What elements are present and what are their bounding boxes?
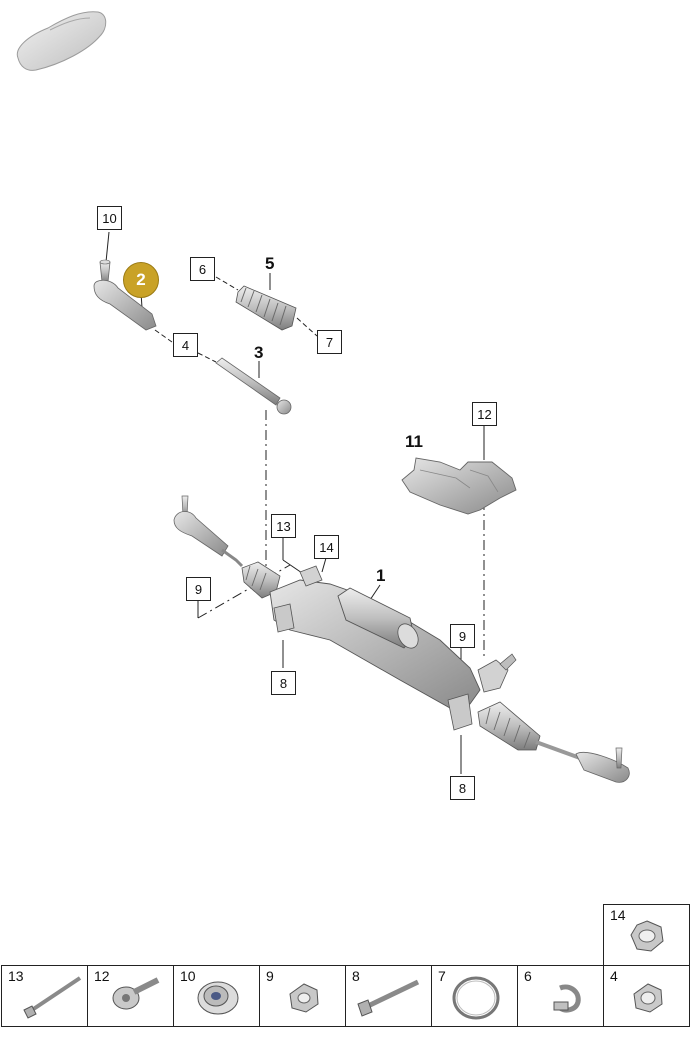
- parts-cell-number: 7: [438, 968, 446, 984]
- parts-cell-number: 13: [8, 968, 24, 984]
- parts-cell-number: 4: [610, 968, 618, 984]
- parts-cell-number: 12: [94, 968, 110, 984]
- callout-part-13[interactable]: 13: [271, 514, 296, 538]
- parts-cell-9[interactable]: 9: [259, 965, 346, 1027]
- label-item-3: 3: [254, 343, 264, 362]
- callout-part-8-right[interactable]: 8: [450, 776, 475, 800]
- callout-part-7[interactable]: 7: [317, 330, 342, 354]
- callout-part-9-right[interactable]: 9: [450, 624, 475, 648]
- long-bolt-icon: [23, 976, 82, 1019]
- label-item-5: 5: [265, 254, 275, 273]
- parts-cell-number: 9: [266, 968, 274, 984]
- highlighted-part-2-badge[interactable]: 2: [123, 262, 159, 298]
- callout-part-10[interactable]: 10: [97, 206, 122, 230]
- clamp-band-icon: [452, 976, 500, 1020]
- tie-rod-end-part-2[interactable]: [93, 259, 157, 331]
- parts-cell-number: 6: [524, 968, 532, 984]
- parts-cell-12[interactable]: 12: [87, 965, 174, 1027]
- parts-cell-number: 14: [610, 907, 626, 923]
- parts-cell-14[interactable]: 14: [603, 904, 690, 966]
- hose-clip-icon: [553, 984, 581, 1013]
- bellow-boot-part-5[interactable]: [235, 285, 297, 331]
- steering-gear-part-1[interactable]: [173, 495, 630, 783]
- callout-part-8-left[interactable]: 8: [271, 671, 296, 695]
- callout-part-4[interactable]: 4: [173, 333, 198, 357]
- exploded-view-drawing: [93, 231, 630, 783]
- callout-part-14[interactable]: 14: [314, 535, 339, 559]
- parts-cell-13[interactable]: 13: [1, 965, 88, 1027]
- parts-cell-4[interactable]: 4: [603, 965, 690, 1027]
- parts-cell-6[interactable]: 6: [517, 965, 604, 1027]
- parts-cell-10[interactable]: 10: [173, 965, 260, 1027]
- parts-table: 13 12 10 9: [0, 965, 691, 1027]
- label-item-11: 11: [405, 432, 423, 451]
- hex-bolt-icon: [357, 979, 420, 1017]
- car-thumbnail-icon: [16, 11, 107, 71]
- label-item-1: 1: [376, 566, 386, 585]
- callout-part-9-left[interactable]: 9: [186, 577, 211, 601]
- parts-cell-number: 10: [180, 968, 196, 984]
- parts-cell-8[interactable]: 8: [345, 965, 432, 1027]
- parts-cell-7[interactable]: 7: [431, 965, 518, 1027]
- bolt-with-washer-icon: [112, 977, 160, 1010]
- inner-tie-rod-part-3[interactable]: [215, 357, 292, 415]
- callout-part-12[interactable]: 12: [472, 402, 497, 426]
- callout-part-6[interactable]: 6: [190, 257, 215, 281]
- nut-icon: [633, 983, 663, 1013]
- parts-cell-number: 8: [352, 968, 360, 984]
- flange-nut-icon: [630, 920, 664, 952]
- self-locking-nut-icon: [197, 981, 239, 1015]
- bracket-part-11[interactable]: [401, 457, 517, 515]
- hex-nut-icon: [289, 983, 319, 1013]
